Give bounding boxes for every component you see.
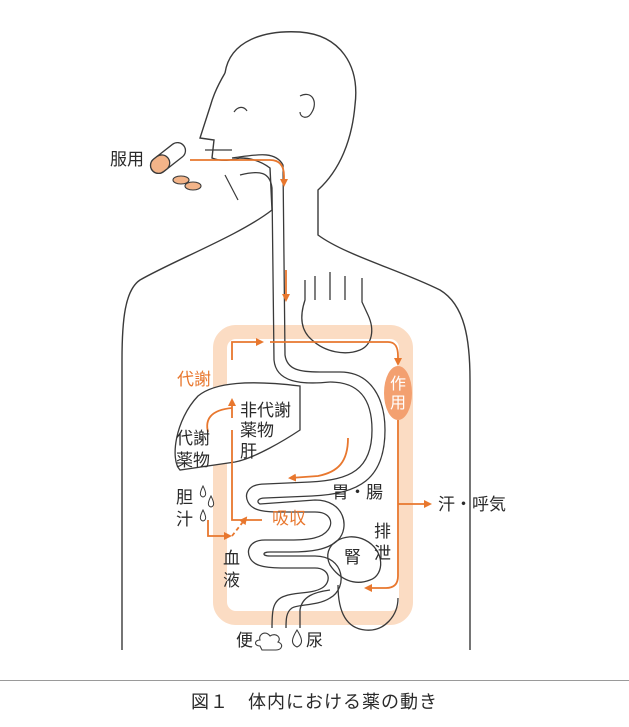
label-excretion-2: 泄 [374, 544, 391, 564]
label-bile-1: 胆 [176, 488, 193, 508]
arrow-excretion-down [364, 420, 399, 592]
drug-movement-diagram: 服用 代謝 作 用 非代謝 薬物 肝 代謝 薬物 胆 汁 吸収 胃・腸 汗・呼気… [110, 31, 506, 651]
capsule-icon [149, 141, 187, 175]
label-action-1: 作 [390, 374, 406, 393]
liver [174, 382, 301, 471]
label-metabolism: 代謝 [177, 370, 211, 390]
label-blood-2: 液 [223, 571, 240, 591]
bladder [337, 584, 399, 631]
label-unmetabolized-1: 非代謝 [240, 401, 291, 421]
bile-drop-icon [199, 484, 215, 522]
caption-rule [0, 680, 629, 681]
label-blood-1: 血 [223, 549, 240, 569]
label-sweat-breath: 汗・呼気 [438, 495, 506, 515]
ear [299, 93, 315, 118]
chin-line [224, 174, 239, 201]
arrow-absorption [231, 430, 262, 521]
eye [233, 106, 248, 113]
arrow-oral-intake [190, 159, 288, 187]
urine-drop-icon [291, 628, 303, 648]
heart [301, 272, 373, 354]
arrow-stomach-bend [288, 437, 349, 482]
action-oval [384, 366, 412, 420]
label-bile-2: 汁 [176, 510, 193, 530]
label-excretion-1: 排 [374, 522, 391, 542]
label-stomach-intestine: 胃・腸 [332, 483, 383, 503]
small-intestine [245, 483, 332, 629]
face-line [209, 72, 226, 108]
label-metabolized-2: 薬物 [176, 451, 210, 471]
label-action-2: 用 [390, 393, 406, 412]
arrow-bile-down [207, 520, 232, 540]
ureter [299, 589, 331, 628]
label-feces: 便 [236, 631, 253, 651]
kidney [327, 536, 382, 583]
figure-caption: 図１ 体内における薬の動き [191, 692, 438, 713]
esophagus-inner [239, 172, 331, 384]
arrow-liver-in [206, 407, 233, 433]
label-kidney: 腎 [344, 548, 361, 568]
arrow-to-circulation [231, 338, 264, 360]
esophagus [231, 154, 340, 373]
stomach-inner [264, 371, 386, 499]
body-outline [121, 31, 471, 650]
blood-circulation-band [213, 325, 413, 625]
label-oral: 服用 [110, 150, 144, 170]
feces-icon [254, 632, 283, 651]
drug-flow-arrows [190, 159, 432, 592]
label-unmetabolized-2: 薬物 [240, 421, 274, 441]
label-metabolized-1: 代謝 [176, 429, 210, 449]
stomach [264, 381, 373, 485]
arrow-absorption-dashed [231, 516, 248, 537]
label-urine: 尿 [306, 631, 323, 651]
tablet-icon [172, 175, 202, 191]
label-liver: 肝 [240, 442, 257, 462]
small-intestine-inner [257, 497, 345, 629]
arrow-top-right [270, 341, 402, 366]
label-absorption: 吸収 [272, 509, 306, 529]
figure-frame: 服用 代謝 作 用 非代謝 薬物 肝 代謝 薬物 胆 汁 吸収 胃・腸 汗・呼気… [110, 31, 506, 651]
